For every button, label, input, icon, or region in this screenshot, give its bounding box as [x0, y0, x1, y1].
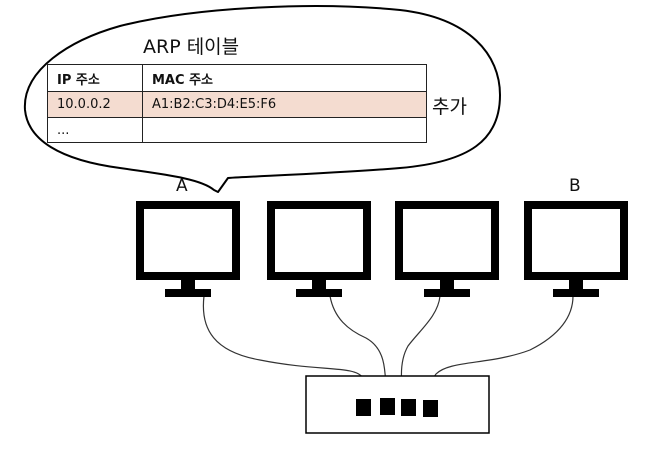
- monitor-3: [395, 201, 499, 297]
- monitor-b: [524, 201, 628, 297]
- arp-table: IP 주소 MAC 주소 10.0.0.2 A1:B2:C3:D4:E5:F6 …: [47, 64, 427, 143]
- monitor-2: [267, 201, 371, 297]
- arp-table-header: IP 주소 MAC 주소: [47, 64, 427, 92]
- network-switch: [305, 375, 490, 434]
- header-ip: IP 주소: [47, 64, 143, 92]
- switch-port-2: [380, 398, 395, 415]
- node-label-b: B: [569, 176, 581, 196]
- cable-2: [329, 295, 387, 399]
- cell-ip: ...: [47, 117, 143, 143]
- monitor-a: [136, 201, 240, 297]
- arp-table-title: ARP 테이블: [143, 36, 240, 58]
- cell-mac: A1:B2:C3:D4:E5:F6: [142, 91, 427, 118]
- switch-port-1: [356, 399, 371, 416]
- header-mac: MAC 주소: [142, 64, 427, 92]
- table-row: 10.0.0.2 A1:B2:C3:D4:E5:F6: [47, 91, 427, 118]
- node-label-a: A: [176, 176, 188, 196]
- cell-mac: [142, 117, 427, 143]
- switch-port-4: [423, 400, 438, 417]
- switch-port-3: [401, 399, 416, 416]
- added-label: 추가: [432, 96, 467, 118]
- cell-ip: 10.0.0.2: [47, 91, 143, 118]
- table-row: ...: [47, 117, 427, 143]
